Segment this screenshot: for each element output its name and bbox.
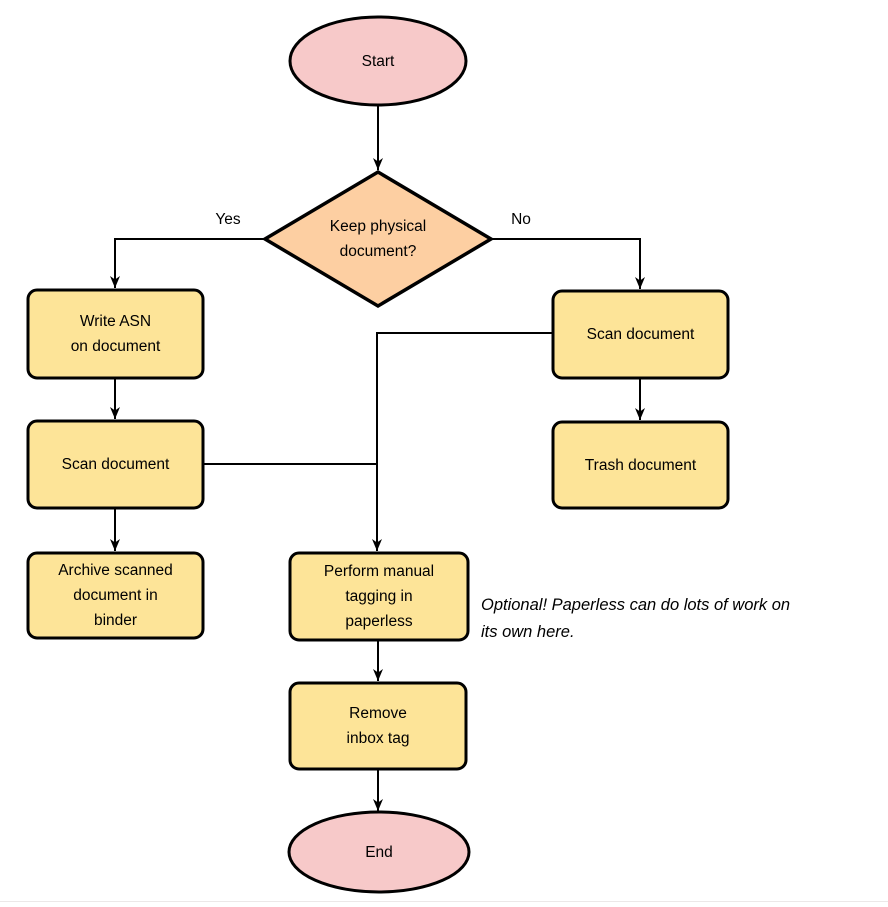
tagging-node-label: Perform manual tagging in paperless [323, 563, 435, 630]
bottom-divider [0, 901, 888, 902]
end-node-shape [287, 810, 471, 894]
archive-node-label: Archive scanned document in binder [58, 562, 173, 629]
scan-right-node-shape [551, 289, 730, 380]
write-asn-node-shape [26, 288, 205, 380]
edge-label-no: No [511, 211, 531, 228]
remove-inbox-node-shape [288, 681, 468, 771]
edge-scan-right-to-tagging [372, 332, 553, 551]
edge-decision-no-to-scan-right [491, 238, 645, 289]
archive-node-shape [26, 551, 205, 640]
scan-left-node-label: Scan document [61, 456, 170, 473]
trash-node-label: Trash document [584, 456, 697, 474]
trash-node-shape [551, 420, 730, 510]
scan-left-node-shape [26, 419, 205, 510]
start-node-label: Start [361, 52, 395, 70]
start-node-shape [288, 15, 468, 107]
edge-decision-yes-to-write-asn [110, 238, 265, 288]
end-node-label: End [365, 843, 393, 861]
write-asn-node-label: Write ASN on document [70, 313, 161, 355]
decision-node-label: Keep physical document? [329, 218, 427, 260]
tagging-node-shape [288, 551, 470, 642]
decision-node-shape [261, 169, 495, 309]
edge-label-yes: Yes [215, 211, 241, 228]
remove-inbox-node-label: Remove inbox tag [346, 705, 410, 747]
scan-right-node-label: Scan document [586, 326, 695, 343]
optional-note: Optional! Paperless can do lots of work … [481, 596, 791, 641]
